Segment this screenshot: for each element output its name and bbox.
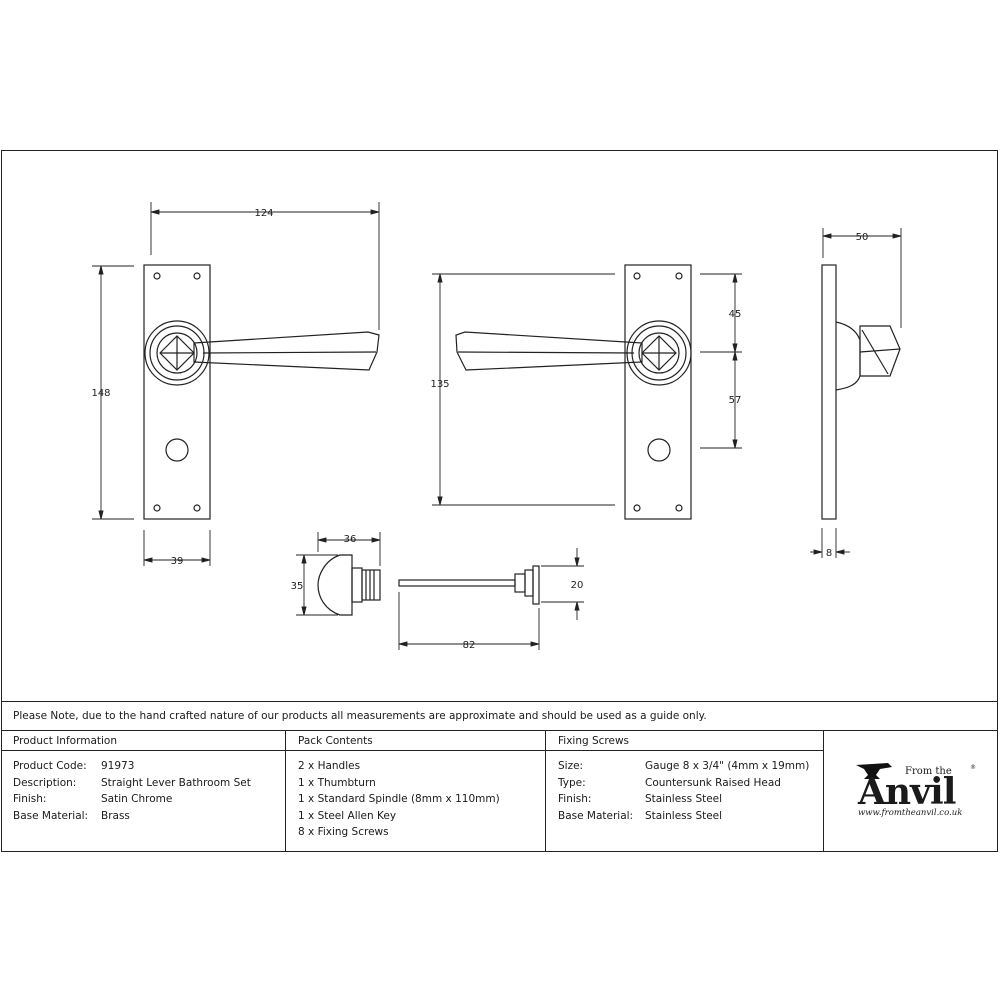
screw-value: Gauge 8 x 3/4" (4mm x 19mm)	[645, 760, 810, 772]
screw-label: Size:	[558, 760, 584, 772]
pack-item: 1 x Standard Spindle (8mm x 110mm)	[298, 793, 500, 806]
product-info-header: Product Information	[1, 731, 285, 751]
screw-label: Type:	[558, 776, 586, 789]
info-row: Description: Straight Lever Bathroom Set	[13, 775, 285, 792]
measurement-note: Please Note, due to the hand crafted nat…	[1, 701, 998, 731]
logo-from-the: From the	[905, 766, 952, 777]
pack-item: 8 x Fixing Screws	[298, 826, 389, 839]
screw-value: Stainless Steel	[645, 793, 723, 806]
dim-label-39: 39	[171, 556, 184, 567]
screw-value: Countersunk Raised Head	[645, 776, 781, 789]
dim-label-148: 148	[91, 388, 110, 399]
dim-label-50: 50	[856, 232, 869, 243]
fixing-screws-panel: Fixing Screws Size: Gauge 8 x 3/4" (4mm x…	[546, 731, 824, 852]
info-label: Description:	[13, 776, 77, 789]
screw-label: Base Material:	[558, 809, 634, 822]
dim-label-45: 45	[729, 309, 742, 320]
dim-label-35: 35	[291, 581, 304, 592]
anvil-icon	[856, 763, 892, 779]
product-info-panel: Product Information Product Code: 91973 D…	[1, 731, 286, 852]
info-value: Straight Lever Bathroom Set	[101, 776, 251, 789]
side-view	[821, 264, 901, 520]
pack-item: 1 x Thumbturn	[298, 776, 376, 789]
screw-row: Finish: Stainless Steel	[558, 791, 823, 808]
screw-label: Finish:	[558, 793, 592, 806]
pack-contents-header: Pack Contents	[286, 731, 545, 751]
info-label: Finish:	[13, 793, 47, 806]
screw-row: Base Material: Stainless Steel	[558, 808, 823, 825]
info-row: Finish: Satin Chrome	[13, 791, 285, 808]
info-label: Product Code:	[13, 760, 87, 772]
pack-item: 1 x Steel Allen Key	[298, 809, 397, 822]
thumbturn-view	[317, 554, 381, 616]
info-label: Base Material:	[13, 809, 89, 822]
logo-wordmark: Anvil	[858, 771, 956, 813]
front-view-right	[455, 264, 692, 520]
front-view-left	[143, 264, 380, 520]
info-value: Satin Chrome	[101, 793, 173, 806]
info-value: Brass	[101, 809, 130, 822]
dim-label-57: 57	[729, 395, 742, 406]
screw-row: Type: Countersunk Raised Head	[558, 775, 823, 792]
dim-label-124: 124	[254, 208, 273, 219]
info-value: 91973	[101, 760, 135, 772]
logo-registered-mark: ®	[970, 764, 976, 771]
dim-label-8: 8	[826, 548, 832, 559]
logo-url: www.fromtheanvil.co.uk	[858, 808, 963, 818]
pack-item: 2 x Handles	[298, 760, 361, 772]
dim-label-135: 135	[430, 379, 449, 390]
anvil-logo: From the Anvil ® www.fromtheanvil.co.uk	[824, 731, 998, 852]
screw-row: Size: Gauge 8 x 3/4" (4mm x 19mm)	[558, 758, 823, 775]
spindle-view	[398, 565, 540, 605]
fixing-screws-header: Fixing Screws	[546, 731, 823, 751]
dim-label-36: 36	[344, 534, 357, 545]
info-row: Base Material: Brass	[13, 808, 285, 825]
technical-drawing: 124 148 39 135 45 57 50 8 36 35 82 20	[91, 202, 902, 651]
dimension-lines	[92, 202, 902, 650]
info-row: Product Code: 91973	[13, 758, 285, 775]
screw-value: Stainless Steel	[645, 809, 723, 822]
dim-label-82: 82	[463, 640, 476, 651]
dim-label-20: 20	[571, 580, 584, 591]
drawing-sheet	[1, 150, 998, 852]
pack-contents-panel: Pack Contents 2 x Handles 1 x Thumbturn …	[286, 731, 546, 852]
